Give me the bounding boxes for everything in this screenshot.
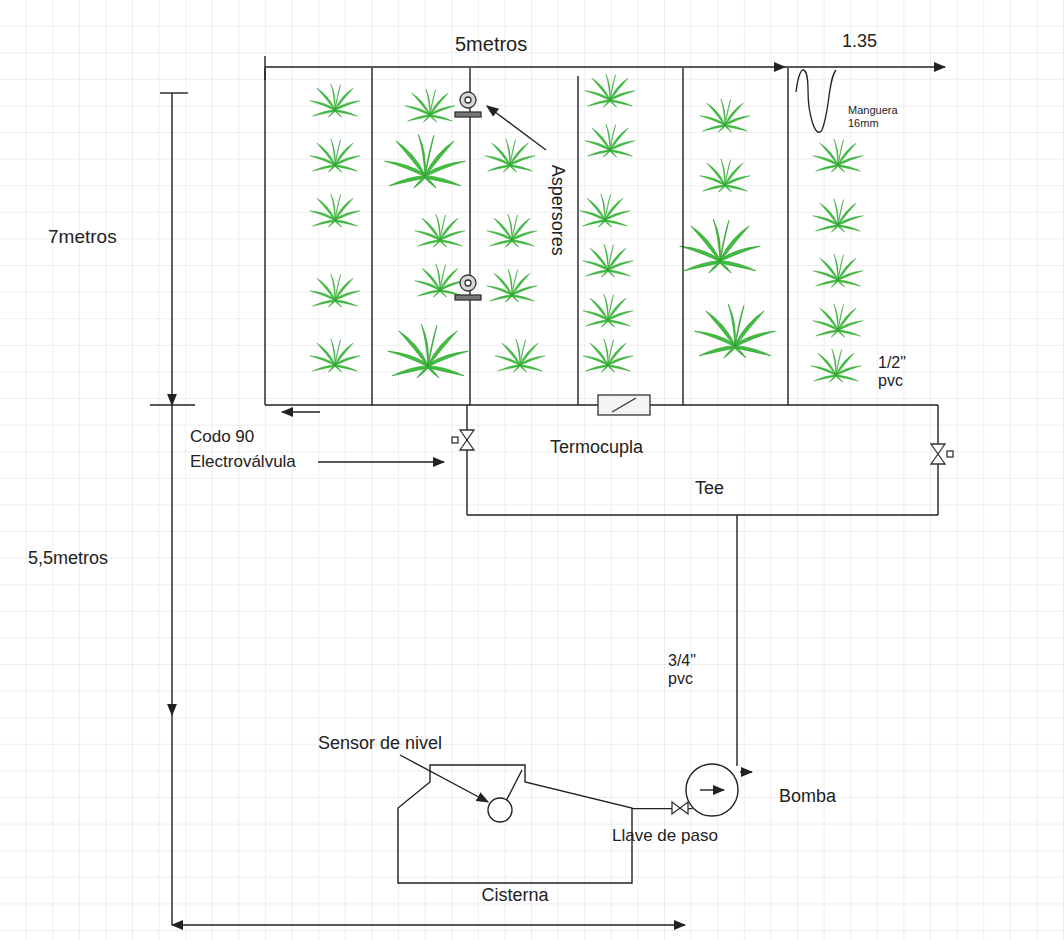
plant-icon xyxy=(310,274,360,308)
plant-icon xyxy=(813,254,863,288)
plant-icon xyxy=(487,214,537,248)
plant-icon xyxy=(813,304,863,338)
node-outline xyxy=(398,765,632,883)
plant-icon xyxy=(495,339,545,373)
plant-icon xyxy=(583,339,633,373)
text-label: Aspersores xyxy=(548,164,569,255)
text-label: Manguera 16mm xyxy=(848,104,904,129)
plant-icon xyxy=(385,134,466,188)
pump-symbol: Bomba xyxy=(685,763,739,817)
node-outline xyxy=(685,763,739,817)
node-label: Bomba xyxy=(779,786,836,807)
text-label: 1/2" pvc xyxy=(878,354,912,391)
plant-icon xyxy=(700,159,750,193)
plant-icon xyxy=(485,139,535,173)
plant-icon xyxy=(585,74,635,108)
text-label: Tee xyxy=(695,478,724,499)
plant-icon xyxy=(695,304,776,358)
plant-icon xyxy=(310,139,360,173)
plant-icon xyxy=(813,199,863,233)
text-label: 5metros xyxy=(455,33,527,56)
plant-icon xyxy=(680,219,761,273)
plant-icon xyxy=(415,264,465,298)
text-label: 3/4" pvc xyxy=(668,652,702,689)
node-label: Cisterna xyxy=(481,885,548,906)
plant-icon xyxy=(388,324,469,378)
cistern-tank: Cisterna xyxy=(398,765,632,883)
plant-icon xyxy=(813,139,863,173)
text-label: Codo 90 xyxy=(190,427,254,447)
plant-icon xyxy=(310,84,360,118)
plant-icon xyxy=(310,339,360,373)
plant-icon xyxy=(585,124,635,158)
plant-icon xyxy=(487,269,537,303)
text-label: 5,5metros xyxy=(28,548,108,569)
text-label: 7metros xyxy=(48,226,117,248)
plant-icon xyxy=(700,99,750,133)
plant-icon xyxy=(310,194,360,228)
text-label: Llave de paso xyxy=(612,826,718,846)
plant-icon xyxy=(405,89,455,123)
text-label: Electroválvula xyxy=(190,452,296,472)
plant-icon xyxy=(583,294,633,328)
plant-icon xyxy=(580,194,630,228)
text-label: Termocupla xyxy=(550,437,643,458)
text-label: 1.35 xyxy=(842,31,877,52)
text-label: Sensor de nivel xyxy=(318,733,442,754)
plant-icon xyxy=(415,214,465,248)
plant-icon xyxy=(583,244,633,278)
plant-icon xyxy=(811,349,861,383)
